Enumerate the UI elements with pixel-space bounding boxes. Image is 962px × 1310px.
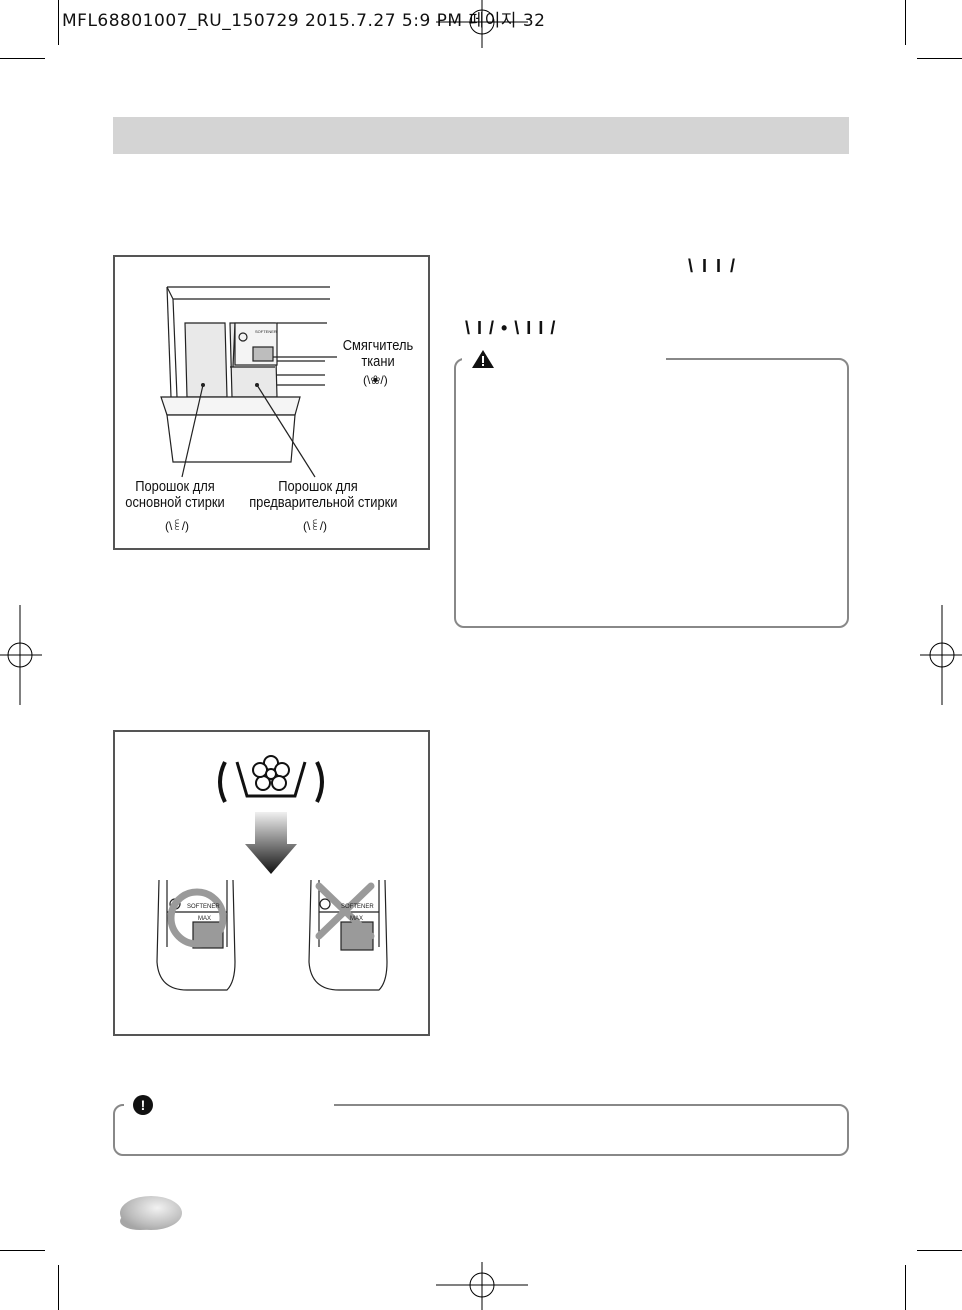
- softener-label-left: SOFTENER: [187, 904, 220, 910]
- warning-triangle-icon: [472, 350, 494, 368]
- softener-label-right: SOFTENER: [341, 904, 374, 910]
- main-wash-symbol-inline: \ I I /: [688, 256, 738, 276]
- prewash-label-1: Порошок для: [278, 478, 358, 495]
- prewash-label-2: предварительной стирки: [249, 494, 398, 511]
- arrow-down-icon: [245, 812, 297, 874]
- dispenser-figure: SOFTENER Смягчитель ткани (\❀/) Порошок …: [113, 255, 430, 550]
- prewash-mainwash-symbol-inline: \ I / • \ I I /: [465, 318, 557, 338]
- main-wash-label-2: основной стирки: [125, 494, 225, 511]
- max-label-right: MAX: [350, 916, 363, 922]
- note-box: [113, 1104, 849, 1156]
- softener-fill-drawing: SOFTENER MAX SOFTENER MAX: [156, 755, 388, 991]
- cross-mark: [315, 882, 375, 940]
- dispenser-drawing: SOFTENER: [160, 286, 337, 478]
- warning-box: [454, 358, 849, 628]
- max-label-left: MAX: [198, 916, 211, 922]
- section-title-bar: [113, 117, 849, 154]
- main-wash-symbol: (\꒲/): [165, 519, 190, 533]
- prewash-symbol: (\꒲/): [303, 519, 328, 533]
- softener-symbol: (\❀/): [363, 373, 388, 387]
- softener-label-2: ткани: [361, 353, 395, 370]
- page-number-badge: [120, 1196, 182, 1230]
- exclamation-icon: !: [133, 1095, 153, 1115]
- main-wash-label-1: Порошок для: [135, 478, 215, 495]
- flower-icon: [252, 755, 290, 791]
- compartment-text: SOFTENER: [255, 329, 277, 334]
- softener-label-1: Смягчитель: [342, 337, 414, 354]
- softener-fill-figure: SOFTENER MAX SOFTENER MAX: [113, 730, 430, 1036]
- print-header: MFL68801007_RU_150729 2015.7.27 5:9 PM 페…: [62, 11, 546, 31]
